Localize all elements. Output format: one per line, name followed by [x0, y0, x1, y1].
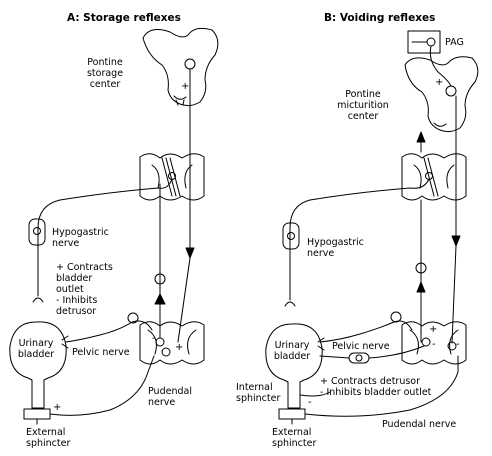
pelvic-nerve-label-b: Pelvic nerve — [332, 341, 390, 352]
spinal-segment-upper-a — [139, 153, 205, 201]
hypogastric-ganglion-b — [282, 222, 300, 250]
pudendal-nerve-label-a: Pudendal nerve — [148, 386, 192, 408]
urinary-bladder-label-b: Urinary bladder — [273, 340, 311, 362]
panel-b-title: B: Voiding reflexes — [324, 12, 436, 24]
external-sphincter-label-a: External sphincter — [26, 427, 71, 449]
pons-shape-b — [404, 56, 479, 133]
urinary-bladder-b — [265, 323, 323, 409]
hypogastric-nerve-label-b: Hypogastric nerve — [307, 237, 364, 259]
pelvic-nerve-label-a: Pelvic nerve — [72, 347, 130, 358]
storage-effects-label: + Contracts bladder outlet - Inhibits de… — [56, 262, 113, 317]
external-sphincter-label-b: External sphincter — [272, 427, 317, 449]
hypogastric-ganglion-a — [28, 218, 46, 246]
plus-sign: + — [181, 81, 190, 92]
minus-sign: - — [432, 339, 436, 350]
spinal-segment-lower-b — [401, 321, 467, 365]
plus-sign: + — [53, 402, 62, 413]
pudendal-nerve-label-b: Pudendal nerve — [382, 419, 457, 430]
spinal-segment-lower-a — [139, 321, 205, 365]
pontine-neuron-a — [184, 58, 196, 70]
panel-a-title: A: Storage reflexes — [67, 12, 181, 24]
voiding-effects-label: + Contracts detrusor - Inhibits bladder … — [320, 376, 432, 398]
external-sphincter-b — [278, 408, 306, 420]
panel-b-drawing — [265, 30, 479, 425]
pontine-neuron-b — [445, 85, 457, 97]
minus-sign: - — [152, 333, 156, 344]
external-sphincter-a — [23, 408, 51, 420]
plus-sign: + — [429, 324, 438, 335]
pontine-storage-center-label: Pontine storage center — [86, 57, 124, 90]
plus-sign: + — [435, 77, 444, 88]
urinary-bladder-a — [9, 321, 67, 409]
internal-sphincter-label: Internal sphincter — [236, 382, 281, 404]
pag-box — [407, 30, 441, 54]
hypogastric-nerve-label-a: Hypogastric nerve — [52, 227, 109, 249]
minus-sign: - — [456, 339, 460, 350]
plus-sign: + — [175, 342, 184, 353]
panel-a-drawing — [9, 27, 219, 425]
pontine-micturition-center-label: Pontine micturition center — [337, 89, 389, 122]
pons-shape-a — [142, 27, 219, 107]
pag-label: PAG — [445, 37, 464, 48]
spinal-segment-upper-b — [401, 153, 467, 201]
minus-sign: - — [308, 397, 312, 408]
urinary-bladder-label-a: Urinary bladder — [17, 338, 55, 360]
